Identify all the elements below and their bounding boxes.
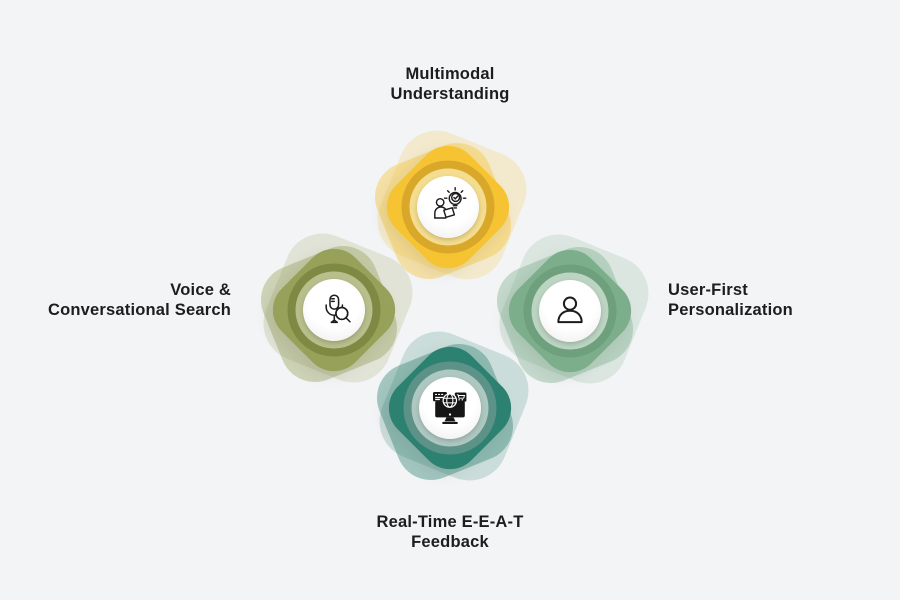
node-real-time-eeat-feedback: [366, 320, 540, 492]
person-laptop-idea-icon: [434, 187, 467, 219]
icon-disc: [539, 280, 601, 342]
node-voice-conversational-search: [250, 222, 424, 394]
label-line: Understanding: [390, 85, 510, 103]
icon-disc: [417, 176, 479, 238]
label-line: Feedback: [411, 533, 489, 551]
label-line: User-First: [668, 281, 748, 299]
label-line: Conversational Search: [47, 301, 231, 319]
label-voice-conversational-search: Voice & Conversational Search: [48, 280, 231, 320]
label-line: Personalization: [668, 301, 793, 319]
label-line: Multimodal: [405, 65, 495, 83]
monitor-globe-cart-icon: [433, 391, 467, 425]
label-multimodal-understanding: Multimodal Understanding: [390, 64, 509, 104]
label-real-time-eeat-feedback: Real-Time E-E-A-T Feedback: [376, 512, 523, 552]
user-icon: [557, 296, 583, 324]
node-user-first-personalization: [486, 223, 660, 395]
microphone-search-icon: [325, 294, 351, 324]
icon-disc: [303, 279, 365, 341]
node-multimodal-understanding: [364, 119, 538, 291]
icon-disc: [419, 377, 481, 439]
label-user-first-personalization: User-First Personalization: [668, 280, 793, 320]
label-line: Voice &: [170, 281, 231, 299]
label-line: Real-Time E-E-A-T: [376, 513, 524, 531]
